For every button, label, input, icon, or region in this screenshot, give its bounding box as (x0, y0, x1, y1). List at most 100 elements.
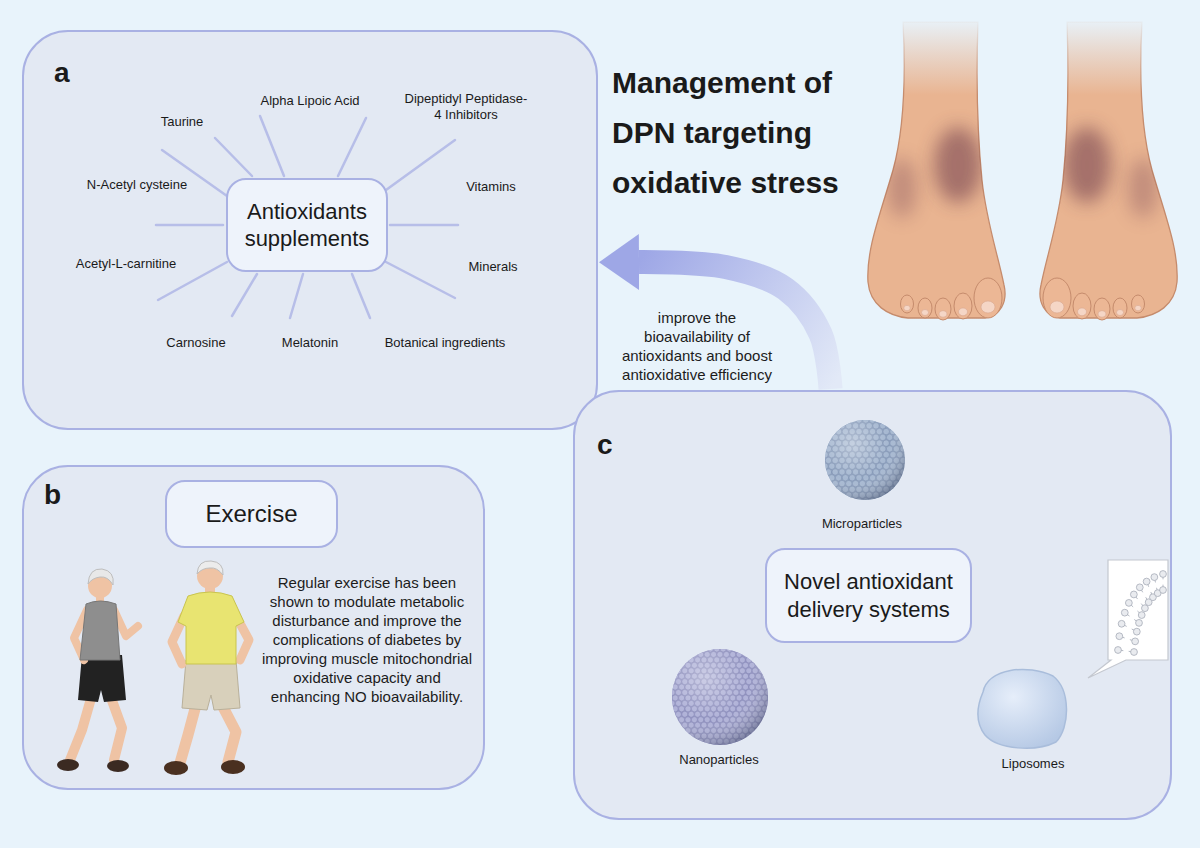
lipid-head (1138, 612, 1145, 619)
lipid-head (1151, 574, 1158, 581)
foot-illustration (1040, 22, 1177, 320)
lipid-head (1116, 633, 1123, 640)
art-part (822, 417, 907, 504)
toe (901, 295, 914, 313)
toe (918, 298, 932, 318)
limb (222, 705, 236, 762)
spoke-line (162, 150, 227, 196)
art-part (221, 760, 245, 774)
toe-nail (922, 310, 929, 316)
toe (935, 298, 951, 320)
art-part (57, 759, 79, 771)
lipid-head (1160, 571, 1167, 578)
art-part (978, 669, 1067, 748)
toe-nail (1078, 308, 1087, 316)
panel-letter: a (54, 57, 70, 89)
toe-nail (904, 305, 911, 310)
process-box: Novel antioxidant delivery systems (765, 548, 972, 643)
curved-arrow (639, 262, 831, 389)
lipid-head (1160, 587, 1167, 594)
art-part (1040, 22, 1177, 318)
art-part (178, 592, 244, 664)
toe (1073, 293, 1091, 319)
spoke-line (390, 224, 458, 227)
microparticle-sphere (822, 417, 907, 504)
art-part (887, 158, 917, 218)
spoke-line (260, 116, 284, 176)
toe-nail (981, 301, 995, 313)
spoke-line (386, 262, 455, 298)
art-part (672, 649, 768, 745)
runner-woman (57, 569, 138, 772)
art-part (107, 760, 129, 772)
body-text: Regular exercise has been shown to modul… (258, 573, 476, 706)
box-label: Exercise (205, 499, 297, 529)
lipid-head (1115, 647, 1122, 654)
spoke-line (352, 274, 370, 318)
toe (1043, 278, 1071, 318)
lipid-head (1130, 591, 1137, 598)
lipid-head (1136, 584, 1143, 591)
spoke-line (215, 138, 252, 176)
lipid-head (1143, 578, 1150, 585)
art-part (669, 417, 1168, 748)
art-part (80, 601, 120, 660)
art-part (197, 561, 223, 575)
lipid-head (1125, 599, 1132, 606)
process-box: Antioxidants supplements (226, 178, 388, 272)
spoke-line (232, 274, 257, 316)
toe-nail (1050, 301, 1064, 313)
art-part (1063, 127, 1158, 218)
limb (180, 705, 196, 763)
toe-nail (1098, 311, 1106, 318)
art-part (934, 127, 982, 203)
box-label: Antioxidants supplements (238, 198, 376, 253)
lipid-head (1118, 620, 1125, 627)
toe-nail (939, 311, 947, 318)
toe (974, 278, 1002, 318)
art-part (669, 646, 771, 745)
art-part (1063, 127, 1111, 203)
spoke-line (338, 118, 366, 176)
spoke-line (290, 274, 303, 318)
sphere-body (825, 420, 905, 500)
box-label: Novel antioxidant delivery systems (777, 568, 960, 623)
lipid-head (1131, 649, 1138, 656)
panel-letter: b (44, 479, 61, 511)
art-part (868, 22, 1005, 318)
lipid-head (1136, 619, 1143, 626)
toe-nail (1135, 305, 1142, 310)
art-part (825, 420, 905, 500)
limb (110, 695, 122, 760)
lipid-head (1121, 609, 1128, 616)
art-part (182, 660, 240, 710)
arrow-label: improve the bioavailability of antioxida… (613, 308, 781, 384)
foot-illustration (868, 22, 1005, 320)
diagram-title: Management of DPN targeting oxidative st… (612, 58, 874, 208)
spoke-line (156, 224, 223, 227)
panel: cNovel antioxidant delivery systems (573, 390, 1172, 820)
toe (1132, 295, 1145, 313)
lipid-head (1142, 605, 1149, 612)
toe (954, 293, 972, 319)
limb (70, 695, 92, 760)
art-part (887, 127, 982, 218)
toe (1113, 298, 1127, 318)
panel: aAntioxidants supplements (22, 30, 598, 430)
panel-letter: c (597, 429, 613, 461)
art-part (1088, 560, 1168, 678)
lipid-head (1132, 638, 1139, 645)
spoke-line (158, 262, 227, 300)
art-part (1128, 158, 1158, 218)
art-part (88, 569, 113, 585)
liposome-figure (978, 669, 1067, 748)
toe (1094, 298, 1110, 320)
art-part (164, 761, 188, 775)
nanoparticle-sphere (669, 646, 771, 745)
spoke-lines (156, 116, 458, 318)
toe-nail (1117, 310, 1124, 316)
runner-man (164, 561, 249, 775)
panel: bRegular exercise has been shown to modu… (22, 465, 485, 790)
toe-nail (959, 308, 968, 316)
